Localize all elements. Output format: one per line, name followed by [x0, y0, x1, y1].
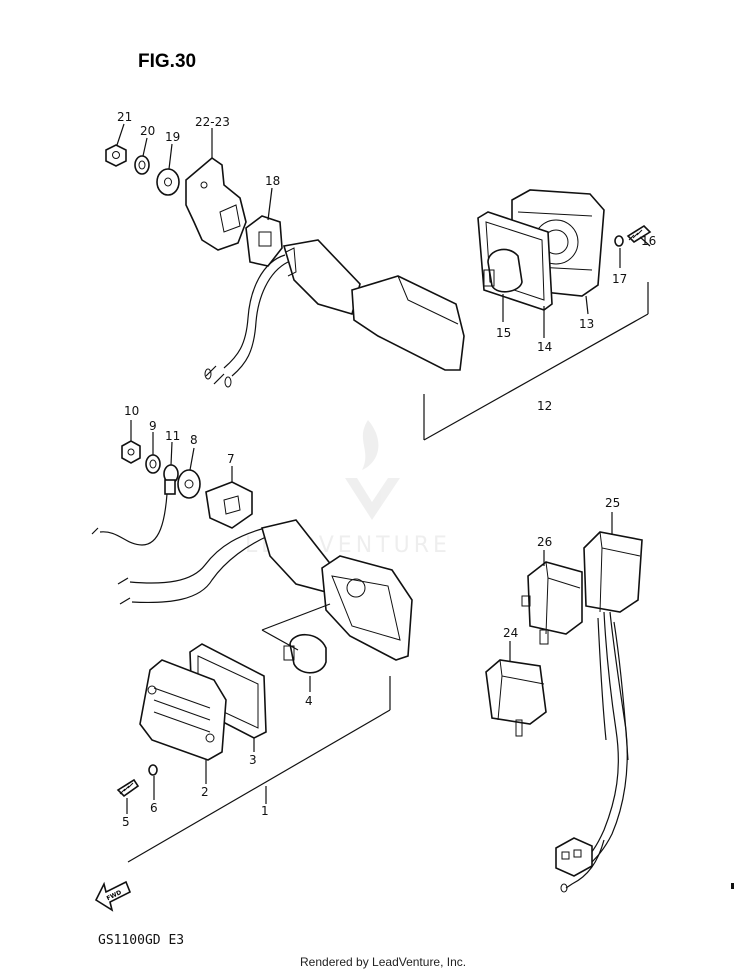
- callout-22-23: 22-23: [195, 115, 230, 129]
- callout-16: 16: [641, 234, 656, 248]
- washer-lower-small: [148, 764, 158, 776]
- figure-title: FIG.30: [138, 51, 196, 72]
- callout-17: 17: [612, 272, 627, 286]
- callout-4: 4: [305, 694, 313, 708]
- screw-upper-part: [626, 224, 652, 244]
- callout-20: 20: [140, 124, 155, 138]
- relay-small-part: [485, 659, 547, 737]
- speck-mark: [731, 883, 734, 889]
- callout-6: 6: [150, 801, 158, 815]
- callout-19: 19: [165, 130, 180, 144]
- grommet-part: [245, 215, 283, 267]
- screw-lower-part: [116, 778, 140, 798]
- nut-lower-part: [121, 440, 141, 464]
- wire-harness-lower: [91, 493, 269, 605]
- footer-credit: Rendered by LeadVenture, Inc.: [300, 955, 466, 969]
- ground-terminal-part: [163, 464, 179, 495]
- callout-24: 24: [503, 626, 518, 640]
- wire-harness-upper: [204, 254, 289, 388]
- callout-1: 1: [261, 804, 269, 818]
- flat-washer-lower-part: [177, 469, 201, 499]
- bulb-lower-part: [283, 633, 327, 674]
- nut-part: [105, 144, 127, 167]
- callout-7: 7: [227, 452, 235, 466]
- flat-washer-part: [156, 168, 180, 196]
- callout-8: 8: [190, 433, 198, 447]
- callout-3: 3: [249, 753, 257, 767]
- callout-21: 21: [117, 110, 132, 124]
- callout-15: 15: [496, 326, 511, 340]
- bulb-upper-part: [483, 248, 523, 293]
- relay-medium-part: [521, 561, 583, 645]
- lock-washer-lower-part: [145, 454, 161, 474]
- lower-leader-lines: [126, 420, 391, 863]
- grommet-lower-part: [205, 481, 253, 529]
- lock-washer-part: [134, 155, 150, 175]
- bracket-part: [185, 156, 247, 251]
- callout-13: 13: [579, 317, 594, 331]
- upper-leader-lines: [116, 123, 651, 441]
- callout-25: 25: [605, 496, 620, 510]
- callout-12: 12: [537, 399, 552, 413]
- relay-wiring-harness: [555, 611, 629, 893]
- callout-9: 9: [149, 419, 157, 433]
- callout-11: 11: [165, 429, 180, 443]
- callout-5: 5: [122, 815, 130, 829]
- relay-leader-lines: [509, 512, 613, 662]
- washer-upper-small: [614, 235, 624, 247]
- callout-26: 26: [537, 535, 552, 549]
- turn-signal-body-lower: [261, 519, 413, 661]
- callout-2: 2: [201, 785, 209, 799]
- callout-14: 14: [537, 340, 552, 354]
- relay-large-part: [583, 531, 643, 613]
- lens-lower-part: [139, 659, 227, 761]
- forward-arrow-icon: FWD: [94, 880, 132, 912]
- callout-10: 10: [124, 404, 139, 418]
- turn-signal-body-upper: [282, 239, 465, 371]
- model-code: GS1100GD E3: [98, 933, 184, 948]
- callout-18: 18: [265, 174, 280, 188]
